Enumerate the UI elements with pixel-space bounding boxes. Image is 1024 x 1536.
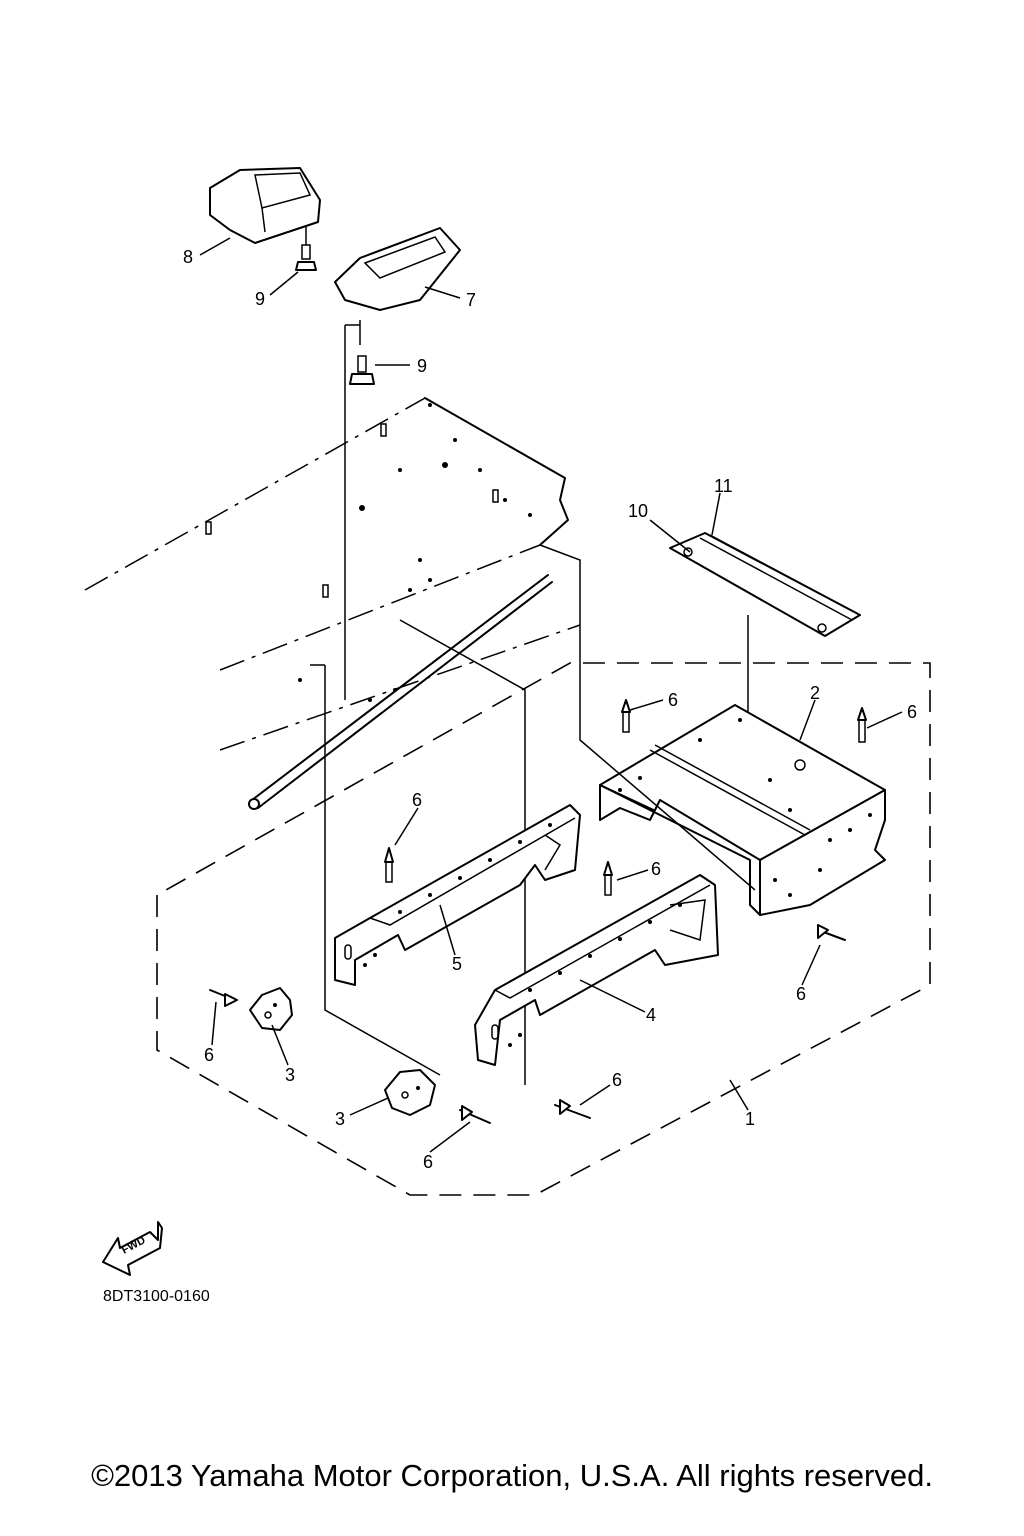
callout-6: 6 (651, 859, 661, 879)
callout-6: 6 (612, 1070, 622, 1090)
callout-8: 8 (183, 247, 193, 267)
callout-3: 3 (335, 1109, 345, 1129)
callout-6: 6 (668, 690, 678, 710)
part-5-rail (334, 804, 581, 986)
fwd-arrow-icon: FWD (102, 1221, 163, 1276)
callout-6: 6 (907, 702, 917, 722)
callout-4: 4 (646, 1005, 656, 1025)
callout-3: 3 (285, 1065, 295, 1085)
part-6-rivets (209, 699, 867, 1124)
callout-6: 6 (412, 790, 422, 810)
part-4-rail (474, 874, 719, 1066)
callout-9: 9 (255, 289, 265, 309)
callout-9: 9 (417, 356, 427, 376)
assembly-outline (156, 662, 931, 1196)
part-2-bracket (579, 700, 886, 916)
callout-1: 1 (745, 1109, 755, 1129)
callout-6: 6 (796, 984, 806, 1004)
copyright-notice: ©2013 Yamaha Motor Corporation, U.S.A. A… (91, 1458, 933, 1493)
part-8-cover (209, 167, 321, 271)
callout-6: 6 (423, 1152, 433, 1172)
callout-10: 10 (628, 501, 648, 521)
chassis-tunnel (84, 324, 581, 1085)
part-3-disc-lower (384, 1069, 436, 1116)
callout-5: 5 (452, 954, 462, 974)
part-10-plate (669, 532, 861, 750)
diagram-code: 8DT3100-0160 (103, 1288, 210, 1305)
callout-7: 7 (466, 290, 476, 310)
callout-11: 11 (714, 476, 733, 496)
callout-6: 6 (204, 1045, 214, 1065)
leader-lines (199, 237, 903, 1153)
part-3-disc-upper (249, 987, 293, 1031)
part-7-cover (334, 227, 461, 385)
callout-2: 2 (810, 683, 820, 703)
